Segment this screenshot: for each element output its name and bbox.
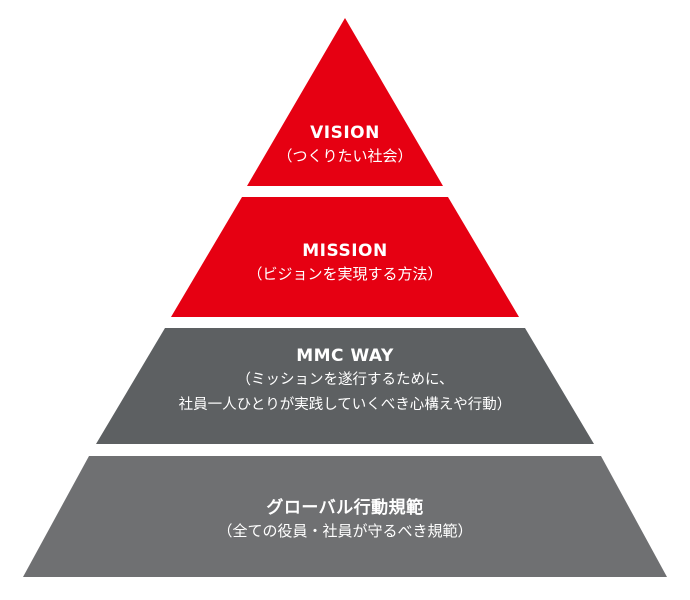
- mission-title: MISSION: [302, 241, 388, 261]
- vision-tier: [247, 18, 443, 186]
- global-code-tier: [23, 456, 667, 577]
- vision-label: VISION （つくりたい社会）: [0, 122, 690, 167]
- mmc-way-description-line2: 社員一人ひとりが実践していくべき心構えや行動）: [178, 396, 512, 413]
- global-code-label: グローバル行動規範 （全ての役員・社員が守るべき規範）: [0, 497, 690, 542]
- mmc-way-description-line1: （ミッションを遂行するために、: [236, 372, 454, 389]
- mission-description: （ビジョンを実現する方法）: [247, 265, 443, 284]
- vision-description: （つくりたい社会）: [277, 147, 413, 166]
- mmc-way-label: MMC WAY （ミッションを遂行するために、 社員一人ひとりが実践していくべき…: [0, 345, 690, 416]
- global-code-description: （全ての役員・社員が守るべき規範）: [217, 522, 473, 541]
- vision-title: VISION: [310, 123, 380, 143]
- mmc-way-title: MMC WAY: [296, 346, 394, 366]
- mission-tier: [171, 197, 519, 317]
- mission-label: MISSION （ビジョンを実現する方法）: [0, 240, 690, 285]
- global-code-title: グローバル行動規範: [266, 498, 424, 518]
- mmc-way-tier: [96, 328, 594, 444]
